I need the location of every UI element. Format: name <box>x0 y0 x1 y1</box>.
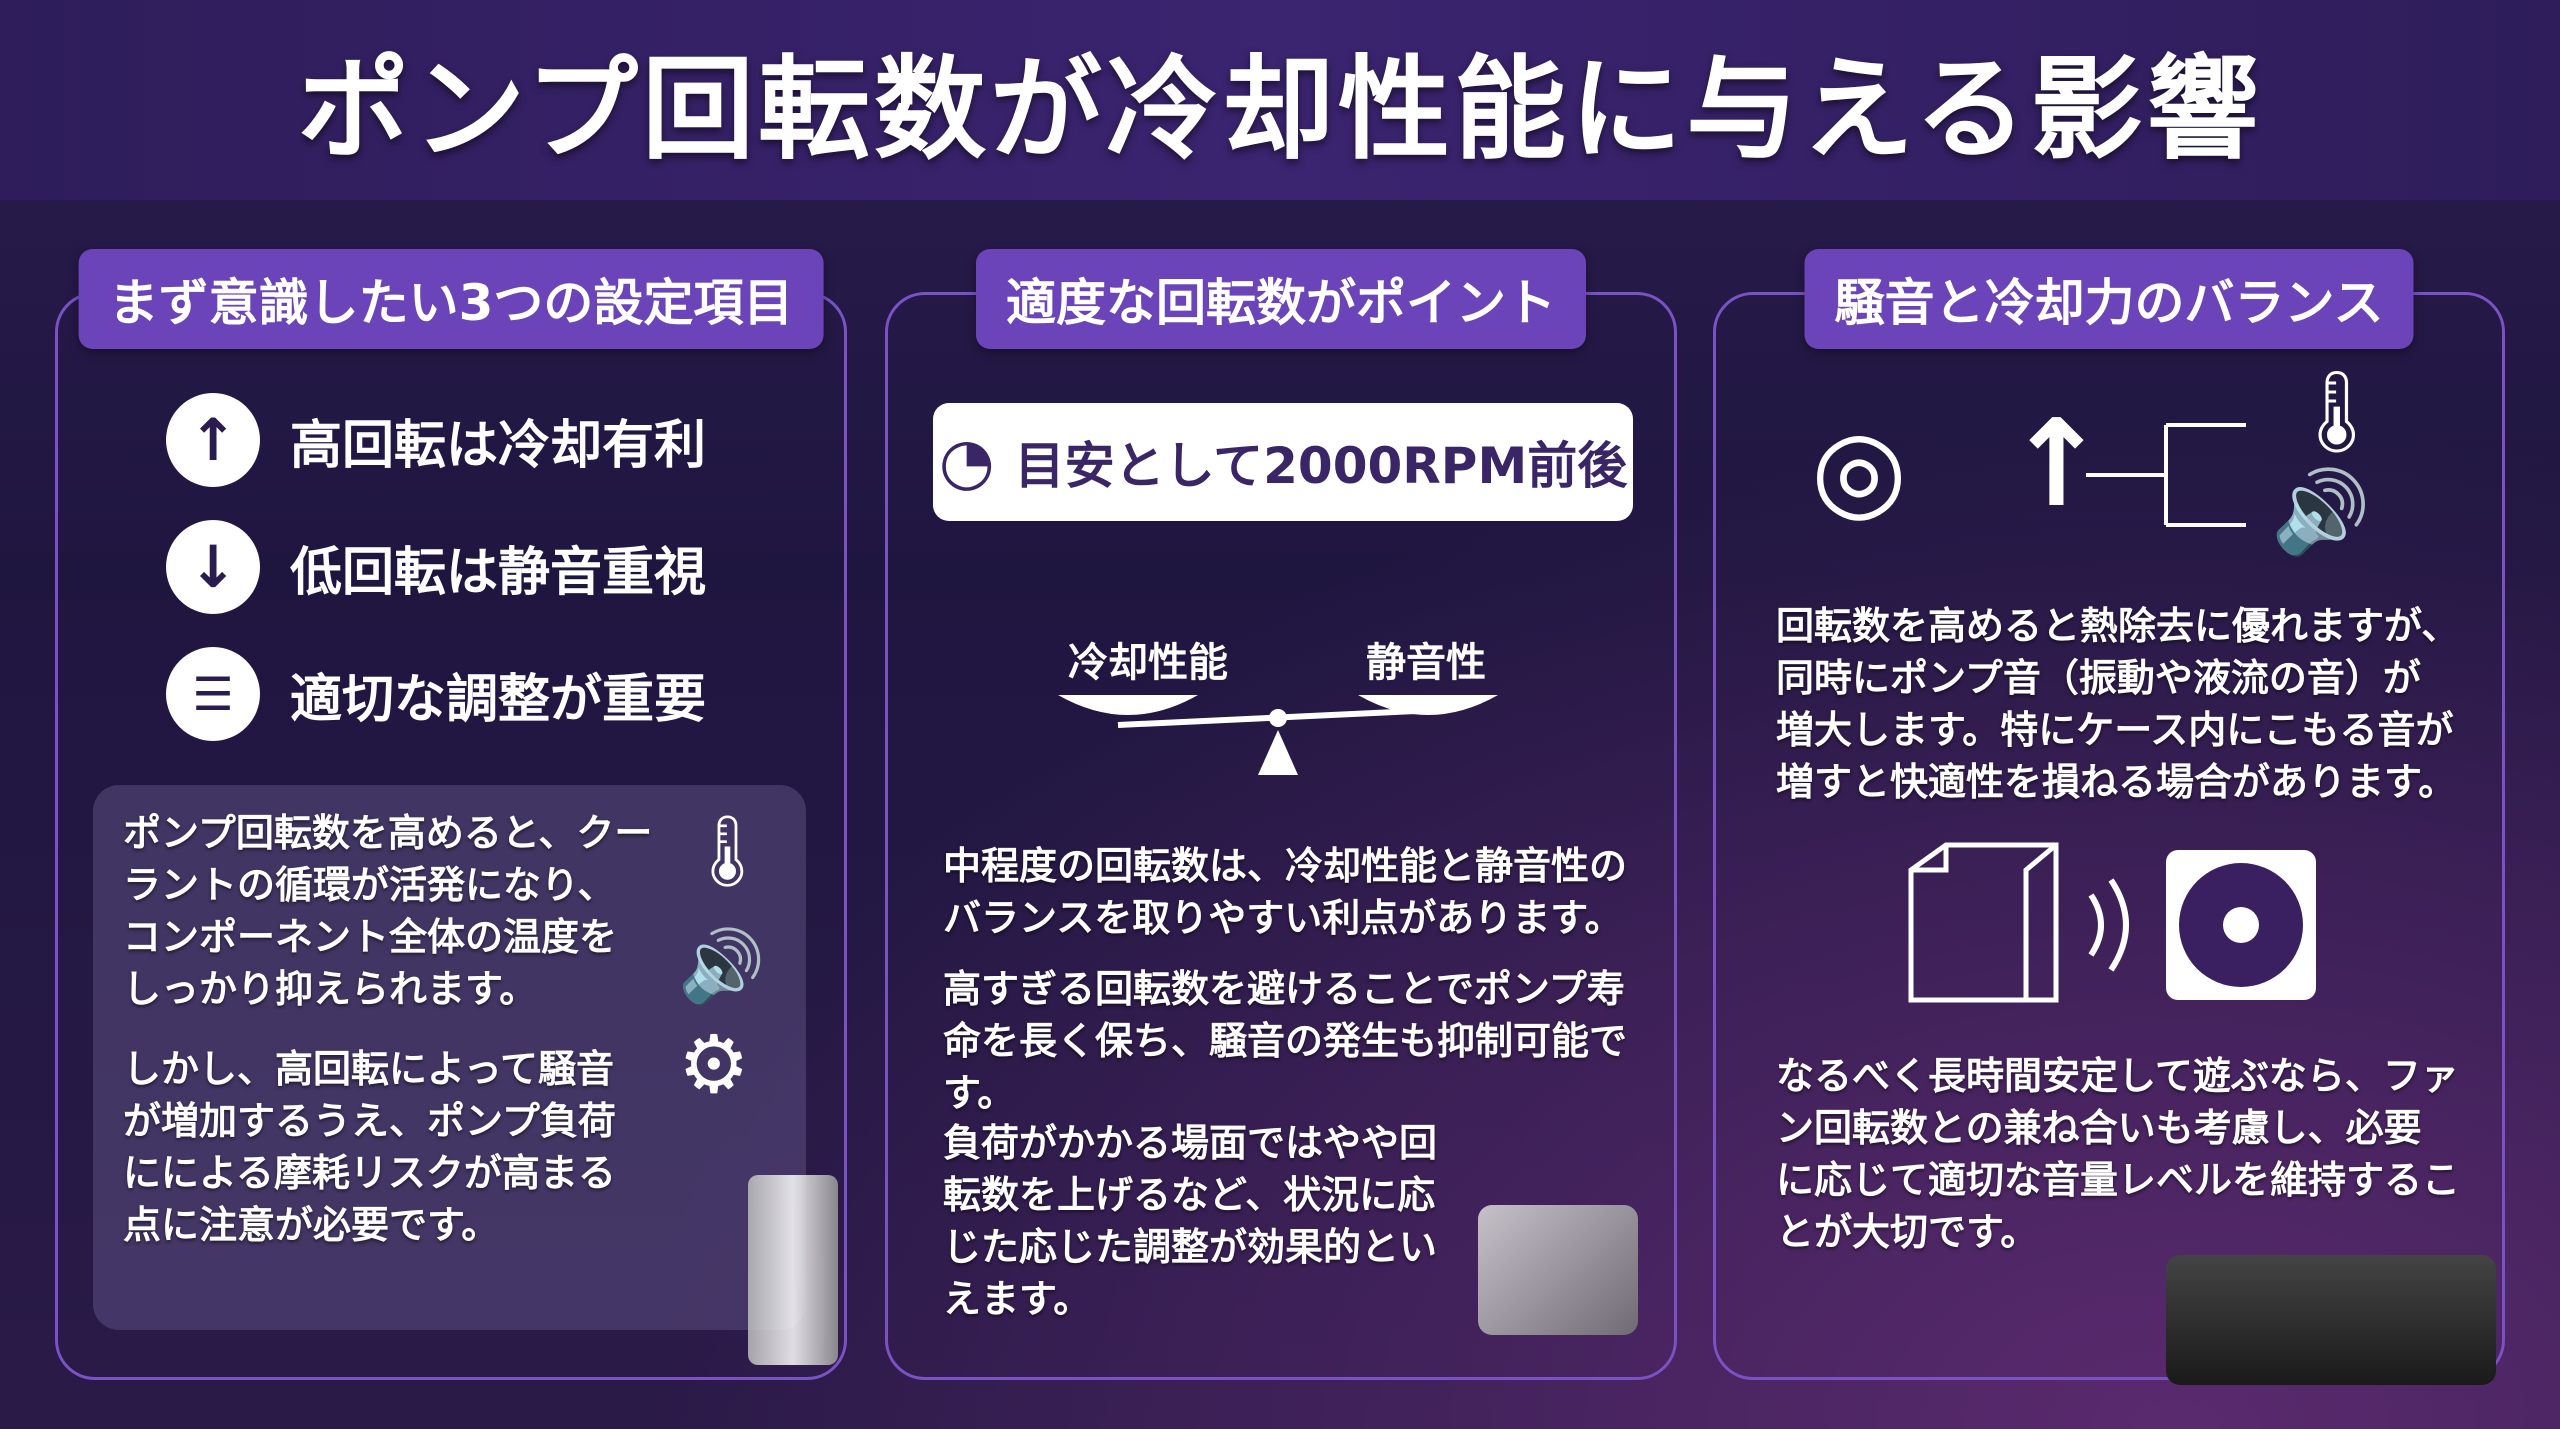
rpm-badge-label: 目安として2000RPM前後 <box>1014 437 1628 495</box>
thermometer-down-icon: 🌡 <box>2286 365 2388 458</box>
item-label: 低回転は静音重視 <box>290 542 707 603</box>
mid-para-2: 高すぎる回転数を避けることでポンプ寿命を長く保ち、騒音の発生も抑制可能です。 <box>943 967 1628 1115</box>
rpm-badge: ◔ 目安として2000RPM前後 <box>933 403 1633 521</box>
item-label: 適切な調整が重要 <box>290 669 707 730</box>
gauge-icon: ◔ <box>938 425 995 499</box>
panel-moderate-rpm: 適度な回転数がポイント ◔ 目安として2000RPM前後 冷却性能 静音性 中程… <box>885 249 1677 1380</box>
branch-connector <box>2086 423 2246 527</box>
speaker-icon: 🔊 <box>678 925 766 1007</box>
balance-scale-icon <box>1058 695 1498 775</box>
aio-radiator-image <box>2166 1255 2496 1385</box>
arrow-up-icon: ↑ <box>166 393 260 487</box>
right-para-1: 回転数を高めると熱除去に優れますが、同時にポンプ音（振動や液流の音）が増大します… <box>1776 604 2460 804</box>
pump-speed-icon: ◎ <box>1811 405 1907 533</box>
panel-header: まず意識したい3つの設定項目 <box>78 249 824 349</box>
item-adjust: ☰ 適切な調整が重要 <box>166 647 706 741</box>
panel-settings: まず意識したい3つの設定項目 ↑ 高回転は冷却有利 ↓ 低回転は静音重視 ☰ 適… <box>55 249 847 1380</box>
case-noise-to-fan-icon <box>1908 842 2316 1003</box>
scale-label-cooling: 冷却性能 <box>1068 640 1228 686</box>
item-low-rpm: ↓ 低回転は静音重視 <box>166 520 706 614</box>
cpu-waterblock-image <box>1478 1205 1638 1335</box>
right-para-2: なるべく長時間安定して遊ぶなら、ファン回転数との兼ね合いも考慮し、必要に応じて適… <box>1776 1054 2461 1254</box>
mid-para-1: 中程度の回転数は、冷却性能と静音性のバランスを取りやすい利点があります。 <box>943 844 1628 940</box>
pump-reservoir-image <box>748 1175 838 1365</box>
info-para-1: ポンプ回転数を高めると、クーラントの循環が活発になり、コンポーネント全体の温度を… <box>123 811 653 1011</box>
item-label: 高回転は冷却有利 <box>290 415 707 476</box>
page-title: ポンプ回転数が冷却性能に与える影響 <box>297 45 2263 175</box>
panel-header: 騒音と冷却力のバランス <box>1804 249 2414 349</box>
scale-label-silence: 静音性 <box>1366 640 1486 686</box>
thermometer-icon: 🌡 <box>683 810 772 892</box>
sliders-icon: ☰ <box>166 647 260 741</box>
speaker-icon: 🔊 <box>2271 465 2371 558</box>
info-para-2: しかし、高回転によって騒音が増加するうえ、ポンプ負荷にによる摩耗リスクが高まる点… <box>123 1047 616 1247</box>
panel-header: 適度な回転数がポイント <box>976 249 1586 349</box>
arrow-down-icon: ↓ <box>166 520 260 614</box>
item-high-rpm: ↑ 高回転は冷却有利 <box>166 393 706 487</box>
arrow-up-icon: ↑ <box>2006 395 2107 534</box>
title-bar: ポンプ回転数が冷却性能に与える影響 <box>0 0 2560 200</box>
mid-para-3: 負荷がかかる場面ではやや回転数を上げるなど、状況に応じた応じた調整が効果的といえ… <box>943 1121 1438 1321</box>
gear-wrench-icon: ⚙ <box>678 1018 750 1111</box>
info-card: ポンプ回転数を高めると、クーラントの循環が活発になり、コンポーネント全体の温度を… <box>93 785 806 1330</box>
panel-noise-balance: 騒音と冷却力のバランス ◎ ↑ 🌡 🔊 回転数を高めると熱除去に優れますが、同時… <box>1713 249 2505 1385</box>
